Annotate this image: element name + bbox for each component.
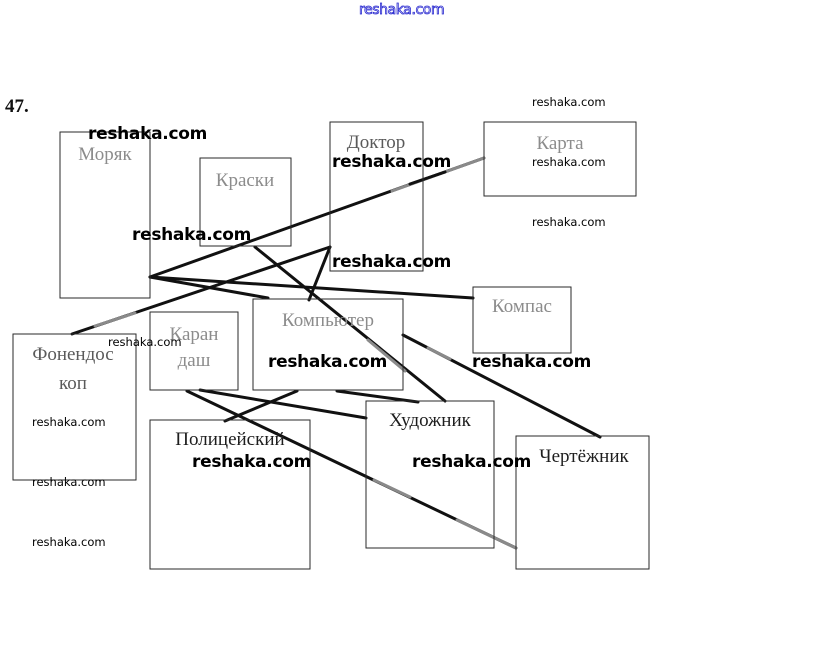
watermark: reshaka.com	[88, 124, 208, 144]
box-politseyskiy: Полицейский	[149, 419, 311, 570]
label-doktor: Доктор	[347, 132, 406, 153]
box-kraski: Краски	[199, 157, 292, 247]
connection-line-fonendoskop-doktor-faded	[93, 311, 137, 328]
watermark: reshaka.com	[32, 415, 106, 429]
watermark: reshaka.com	[532, 215, 606, 229]
label-moryak: Моряк	[78, 144, 132, 165]
label-karta: Карта	[536, 133, 584, 154]
watermark: reshaka.com	[532, 95, 606, 109]
label-khudozhnik: Художник	[389, 410, 472, 431]
watermark: reshaka.com	[472, 352, 592, 372]
box-chertezhnik: Чертёжник	[515, 435, 650, 570]
label-politseyskiy: Полицейский	[175, 429, 284, 450]
box-moryak: Моряк	[59, 131, 151, 299]
connection-line-kompyuter-chertezhnik-faded	[426, 346, 452, 361]
label-kraski: Краски	[216, 170, 274, 191]
box-fonendoskop: Фонендос коп	[12, 333, 137, 481]
label-kompas: Компас	[492, 296, 552, 317]
watermark: reshaka.com	[332, 152, 452, 172]
connection-line-karandash-khudozhnik	[198, 388, 368, 420]
box-karta: Карта	[483, 121, 637, 197]
label-fonendoskop-line1: Фонендос	[32, 344, 113, 365]
watermark: reshaka.com	[412, 452, 532, 472]
connection-line-kraski-khudozhnik-faded	[366, 338, 407, 373]
label-karandash-line2: даш	[178, 350, 211, 371]
label-chertezhnik: Чертёжник	[539, 446, 629, 467]
task-number: 47.	[5, 96, 29, 117]
connection-line-kompyuter-politseyskiy	[223, 389, 299, 423]
connection-line-moryak-kompas	[148, 275, 475, 300]
box-kompas: Компас	[472, 286, 572, 354]
watermark: reshaka.com	[32, 535, 106, 549]
box-kompyuter: Компьютер	[252, 298, 404, 391]
watermark: reshaka.com	[532, 155, 606, 169]
connection-lines	[70, 156, 602, 550]
connection-line-moryak-karta-dash	[408, 170, 447, 186]
site-logo[interactable]: reshaka.com	[359, 2, 445, 18]
label-karandash-line1: Каран	[170, 324, 219, 345]
watermark: reshaka.com	[268, 352, 388, 372]
watermark: reshaka.com	[192, 452, 312, 472]
box-doktor: Доктор	[329, 121, 424, 272]
label-kompyuter: Компьютер	[282, 310, 374, 331]
box-khudozhnik: Художник	[365, 400, 495, 549]
connection-line-karandash-chertezhnik-faded-2	[455, 518, 518, 550]
watermark: reshaka.com	[32, 475, 106, 489]
watermark: reshaka.com	[108, 335, 182, 349]
watermark: reshaka.com	[332, 252, 452, 272]
watermark: reshaka.com	[132, 225, 252, 245]
label-fonendoskop-line2: коп	[59, 373, 87, 394]
connection-line-doktor-kompyuter	[307, 245, 332, 302]
connection-line-kompyuter-khudozhnik	[335, 389, 420, 404]
box-karandash: Каран даш	[149, 311, 239, 391]
connection-line-karandash-chertezhnik-faded-1	[372, 478, 412, 499]
connection-line-kraski-khudozhnik	[253, 245, 447, 403]
